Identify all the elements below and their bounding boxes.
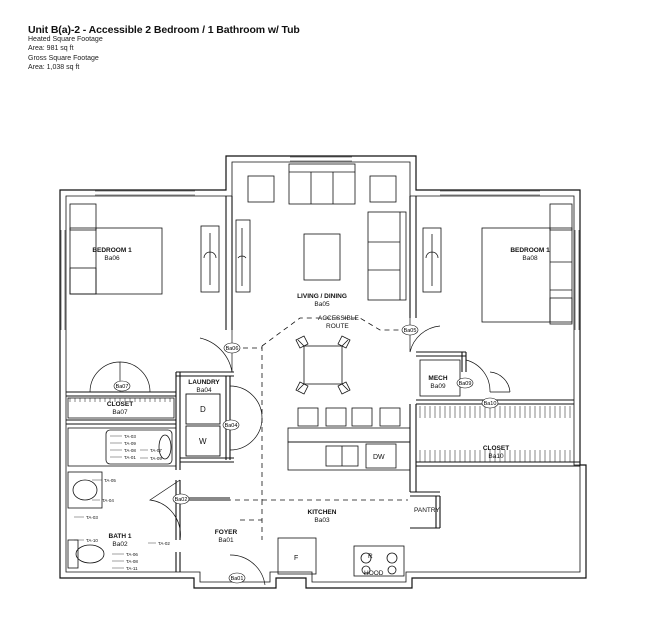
door-tag: Ba02 — [172, 493, 190, 505]
svg-text:Ba04: Ba04 — [225, 423, 238, 429]
bedroom-left-furniture — [69, 203, 251, 295]
accessible-route — [190, 317, 408, 540]
ta-tag: TA-08 — [126, 559, 138, 564]
bath-code: Ba02 — [112, 541, 128, 548]
door-tag: Ba01 — [228, 572, 246, 584]
misc-labels: ACCESSIBLE ROUTE D W DW F PANTRY R HOOD — [199, 315, 440, 577]
laundry-name: LAUNDRY — [188, 379, 220, 386]
window-marks — [60, 156, 580, 330]
bedroom-right-code: Ba08 — [522, 255, 538, 262]
ta-tag: TA-09 — [124, 441, 136, 446]
svg-text:Ba05: Ba05 — [404, 328, 417, 334]
foyer-code: Ba01 — [218, 537, 234, 544]
ta-tag: TA-03 — [86, 515, 98, 520]
living-furniture — [247, 163, 407, 395]
living-code: Ba05 — [314, 301, 330, 308]
ta-tag: TA-08 — [124, 448, 136, 453]
room-labels: BEDROOM 1 Ba06 LIVING / DINING Ba05 BEDR… — [92, 247, 550, 548]
door-tag: Ba07 — [113, 380, 131, 392]
ta-tag: TA-11 — [126, 566, 138, 571]
closet-right-name: CLOSET — [483, 445, 509, 452]
bath-name: BATH 1 — [109, 533, 132, 540]
fridge-label: F — [294, 555, 298, 562]
ta-tag: TA-01 — [124, 455, 136, 460]
unit-title: Unit B(a)-2 - Accessible 2 Bedroom / 1 B… — [28, 24, 300, 36]
gross-area: Area: 1,038 sq ft — [28, 63, 80, 71]
route-label-2: ROUTE — [326, 323, 349, 330]
ta-tag: TA-10 — [86, 538, 98, 543]
ta-leader-lines — [74, 435, 156, 569]
bedroom-left-name: BEDROOM 1 — [92, 247, 132, 254]
kitchen-code: Ba03 — [314, 517, 330, 524]
dryer-label: D — [200, 405, 206, 414]
washer-label: W — [199, 437, 207, 446]
svg-text:Ba07: Ba07 — [116, 384, 129, 390]
laundry-appliances — [185, 393, 221, 457]
ta-tag: TA-09 — [150, 456, 162, 461]
plan-header: Unit B(a)-2 - Accessible 2 Bedroom / 1 B… — [28, 24, 300, 72]
door-tag: Ba06 — [223, 342, 241, 354]
door-tag: Ba05 — [401, 324, 419, 336]
svg-text:Ba02: Ba02 — [175, 497, 188, 503]
closet-left-code: Ba07 — [112, 409, 128, 416]
laundry-code: Ba04 — [196, 387, 212, 394]
bedroom-left-code: Ba06 — [104, 255, 120, 262]
bedroom-right-furniture — [422, 203, 573, 325]
bath-fixtures — [67, 427, 177, 569]
closet-left — [67, 397, 175, 419]
ta-tag: TA-05 — [104, 478, 116, 483]
ta-tag: TA-06 — [126, 552, 138, 557]
door-tag: Ba10 — [481, 397, 499, 409]
heated-area: Area: 981 sq ft — [28, 44, 74, 52]
gross-label: Gross Square Footage — [28, 55, 99, 62]
route-label-1: ACCESSIBLE — [318, 315, 359, 322]
mech-room — [419, 359, 461, 397]
svg-text:Ba01: Ba01 — [231, 576, 244, 582]
mech-name: MECH — [428, 375, 447, 382]
dishwasher-label: DW — [373, 454, 385, 461]
mech-code: Ba09 — [430, 383, 446, 390]
ta-tags: TA-03 TA-09 TA-08 TA-01 TA-07 TA-09 TA-0… — [86, 434, 170, 571]
range-hood-label: HOOD — [364, 570, 384, 577]
svg-text:Ba06: Ba06 — [226, 346, 239, 352]
svg-text:Ba10: Ba10 — [484, 401, 497, 407]
kitchen-name: KITCHEN — [308, 509, 337, 516]
ta-tag: TA-02 — [158, 541, 170, 546]
ta-tag: TA-04 — [102, 498, 114, 503]
ta-tag: TA-03 — [124, 434, 136, 439]
closet-left-name: CLOSET — [107, 401, 133, 408]
kitchen-fixtures — [277, 407, 411, 577]
living-name: LIVING / DINING — [297, 293, 347, 300]
foyer-name: FOYER — [215, 529, 238, 536]
bedroom-right-name: BEDROOM 1 — [510, 247, 550, 254]
range-r-label: R — [368, 553, 373, 560]
svg-text:Ba09: Ba09 — [459, 381, 472, 387]
closet-right-code: Ba10 — [488, 453, 504, 460]
pantry-label: PANTRY — [414, 507, 440, 514]
closet-shelving-left — [69, 398, 171, 402]
ta-tag: TA-07 — [150, 448, 162, 453]
closet-shelving-right — [419, 406, 571, 462]
heated-label: Heated Square Footage — [28, 36, 103, 43]
exterior-walls — [59, 155, 587, 589]
door-tag: Ba09 — [456, 377, 474, 389]
door-tag: Ba04 — [222, 419, 240, 431]
door-tags: Ba07 Ba06 Ba05 Ba09 Ba10 Ba04 Ba02 Ba01 — [113, 324, 499, 584]
